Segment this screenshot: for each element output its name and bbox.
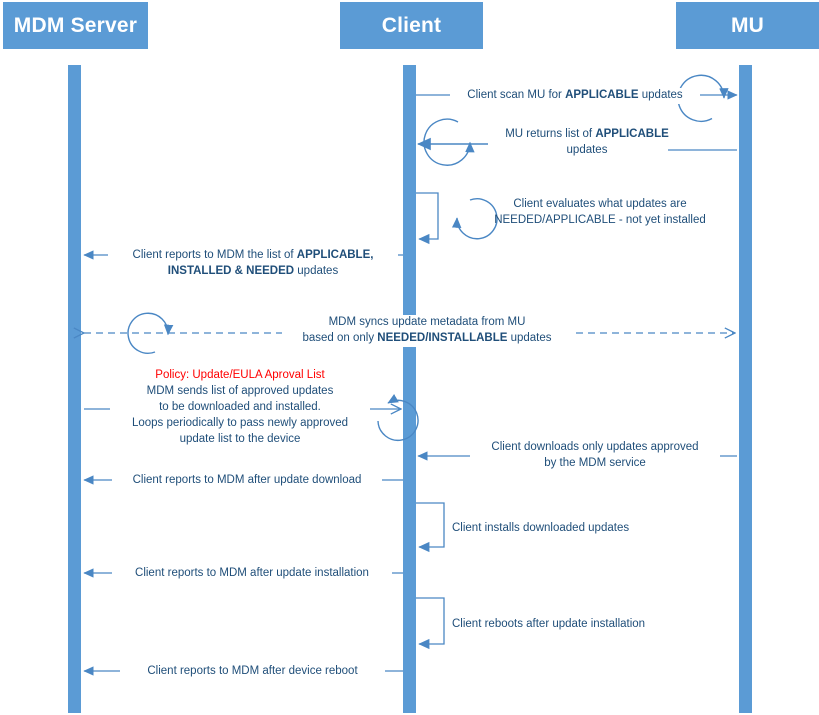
actor-label-mu: MU: [730, 13, 765, 37]
message-label-m11: Client reboots after update installation: [452, 618, 646, 630]
message-label-m10: Client reports to MDM after update insta…: [112, 566, 392, 582]
policy-note-title: Policy: Update/EULA Aproval List: [155, 369, 325, 381]
message-label-m4: Client reports to MDM the list of APPLIC…: [108, 248, 398, 280]
lifeline-mdm-server: [68, 65, 81, 713]
message-label-m12: Client reports to MDM after device reboo…: [120, 664, 385, 680]
lifeline-mu: [739, 65, 752, 713]
actor-box-client[interactable]: Client: [340, 2, 483, 49]
message-label-m9: Client installs downloaded updates: [452, 522, 630, 534]
actor-box-mu[interactable]: MU: [676, 2, 819, 49]
lifeline-client: [403, 65, 416, 713]
message-label-m1: Client scan MU for APPLICABLE updates: [450, 88, 700, 104]
message-label-m8: Client reports to MDM after update downl…: [112, 473, 382, 489]
actor-label-client: Client: [381, 13, 442, 37]
message-arrow-m11-self: [416, 597, 445, 650]
actor-box-mdm-server[interactable]: MDM Server: [3, 2, 148, 49]
message-arrow-m9-self: [416, 502, 445, 553]
actor-label-mdm-server: MDM Server: [13, 13, 138, 37]
